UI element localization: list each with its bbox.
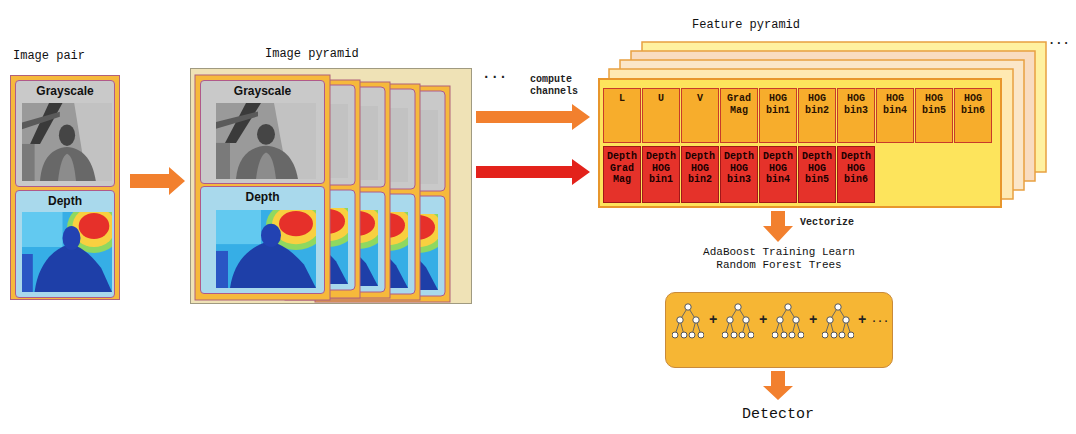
channel-cell: HOG bin2: [798, 88, 836, 143]
pyramid-front-frame: [195, 75, 330, 300]
tree-icon: [672, 304, 704, 338]
node-text: HOG bin6: [955, 89, 991, 120]
node-text: Depth HOG bin4: [760, 147, 796, 190]
node-text: Depth: [16, 191, 114, 211]
node-text: HOG bin4: [877, 89, 913, 120]
node-text: Depth HOG bin2: [682, 147, 718, 190]
depth-photo: [22, 203, 121, 292]
grayscale-photo: [22, 103, 112, 181]
depth-channel-cell: Depth HOG bin4: [759, 146, 797, 203]
node-text: Detector: [728, 404, 828, 426]
block-arrow: [476, 104, 590, 130]
feature-pyramid-panel: Feature pyramidLUVGrad MagHOG bin1HOG bi…: [598, 78, 1002, 208]
node-text: Depth HOG bin1: [643, 147, 679, 190]
annotation-label: ...: [1048, 34, 1070, 48]
depth-channel-cell: Depth HOG bin5: [798, 146, 836, 203]
node-text: Depth: [201, 187, 324, 207]
annotation-label: ...: [482, 66, 507, 82]
channel-cell: HOG bin6: [954, 88, 992, 143]
heading-text: Image pair: [13, 49, 85, 63]
node-text: Depth Grad Mag: [604, 147, 640, 190]
annotation-label: +: [858, 312, 866, 328]
detector-output: Detector: [728, 404, 828, 430]
grayscale-photo: [216, 103, 316, 179]
block-arrow: [130, 167, 185, 195]
node-text: HOG bin5: [916, 89, 952, 120]
node-text: Grad Mag: [721, 89, 757, 120]
node-text: HOG bin3: [838, 89, 874, 120]
depth-channel-cell: Depth HOG bin3: [720, 146, 758, 203]
depth-photo: [216, 201, 326, 288]
edge-label: compute channels: [530, 74, 590, 98]
channel-cell: HOG bin1: [759, 88, 797, 143]
channel-cell: U: [642, 88, 680, 143]
node-text: Depth HOG bin5: [799, 147, 835, 190]
node-text: Depth HOG bin6: [838, 147, 874, 190]
heading-text: AdaBoost Training Learn Random Forest Tr…: [694, 246, 864, 272]
node-text: U: [643, 89, 679, 109]
annotation-label: +: [759, 312, 767, 328]
heading-text: Image pyramid: [265, 47, 359, 61]
depth-channel-cell: Depth HOG bin2: [681, 146, 719, 203]
edge-label: Vectorize: [800, 217, 854, 229]
annotation-label: +: [809, 312, 817, 328]
node-text: Grayscale: [16, 81, 114, 101]
node-text: Depth HOG bin3: [721, 147, 757, 190]
node-text: L: [604, 89, 640, 109]
depth-channel-cell: Depth HOG bin1: [642, 146, 680, 203]
channel-cell: V: [681, 88, 719, 143]
heading-text: Feature pyramid: [692, 18, 800, 32]
channel-cell: Grad Mag: [720, 88, 758, 143]
node-text: Grayscale: [201, 81, 324, 101]
tree-icon: [722, 304, 754, 338]
channel-cell: L: [603, 88, 641, 143]
node-text: V: [682, 89, 718, 109]
node-text: HOG bin2: [799, 89, 835, 120]
annotation-label: +: [709, 312, 717, 328]
tree-icon: [822, 304, 854, 338]
block-arrow: [476, 159, 590, 185]
channel-cell: HOG bin5: [915, 88, 953, 143]
depth-channel-cell: Depth Grad Mag: [603, 146, 641, 203]
pyramid-panel-ground: [190, 68, 472, 304]
tree-icon: [772, 304, 804, 338]
block-arrow: [763, 211, 793, 242]
block-arrow: [763, 371, 793, 400]
channel-cell: HOG bin4: [876, 88, 914, 143]
channel-cell: HOG bin3: [837, 88, 875, 143]
depth-channel-cell: Depth HOG bin6: [837, 146, 875, 203]
node-text: HOG bin1: [760, 89, 796, 120]
annotation-label: ...: [871, 314, 889, 325]
